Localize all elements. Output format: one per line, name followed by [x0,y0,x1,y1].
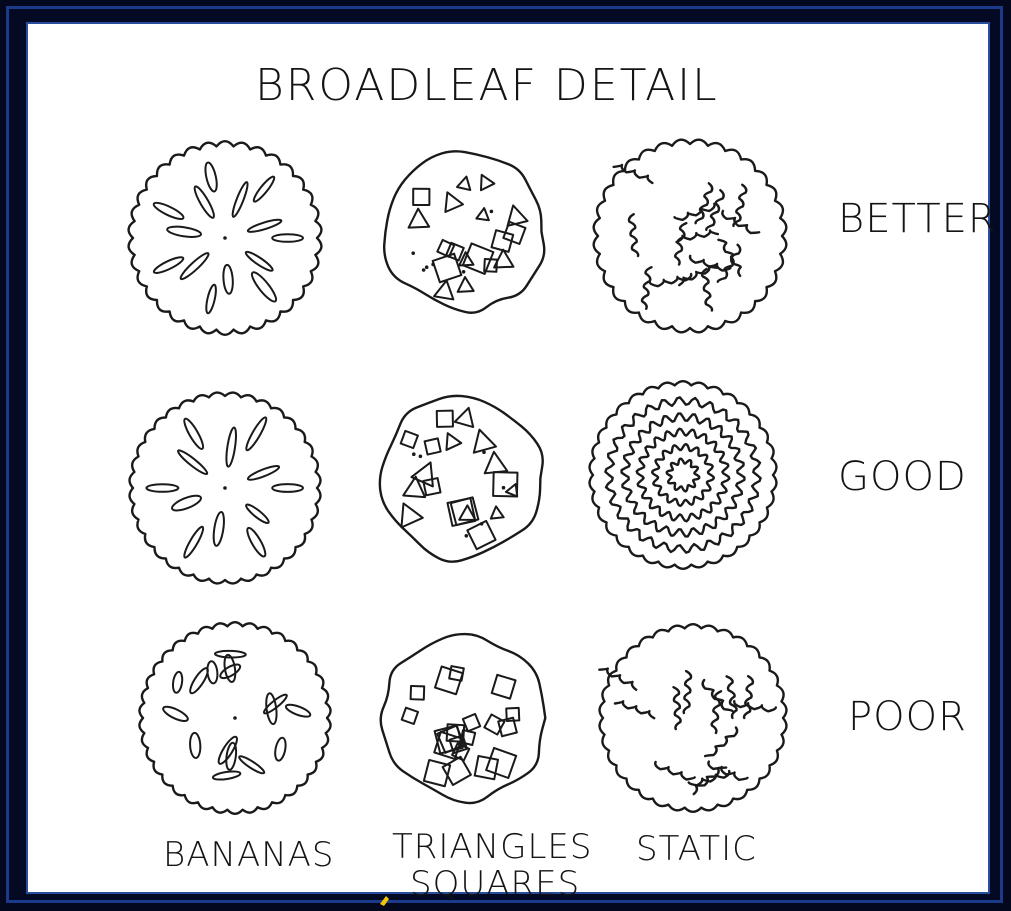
column-label-triangles: TRIANGLES [392,827,592,867]
column-sublabel-squares: SQUARES [410,864,580,904]
symbol-triangles-squares-better [384,151,544,312]
diagram-title: BROADLEAF DETAIL [255,60,719,111]
symbol-bananas-better [129,141,322,335]
symbol-static-better [594,140,787,333]
rating-label-good: GOOD [838,454,967,500]
symbol-bananas-good [130,393,321,584]
symbol-static-poor [599,624,786,812]
column-label-bananas: BANANAS [163,835,335,875]
symbol-triangles-squares-poor [381,634,546,803]
yellow-marker-icon [380,896,389,906]
symbol-triangles-squares-good [380,396,543,562]
symbol-bananas-poor [139,622,330,814]
column-label-static: STATIC [636,829,757,869]
rating-label-better: BETTER [838,196,997,242]
symbol-static-good [590,381,777,569]
rating-label-poor: POOR [848,694,967,740]
